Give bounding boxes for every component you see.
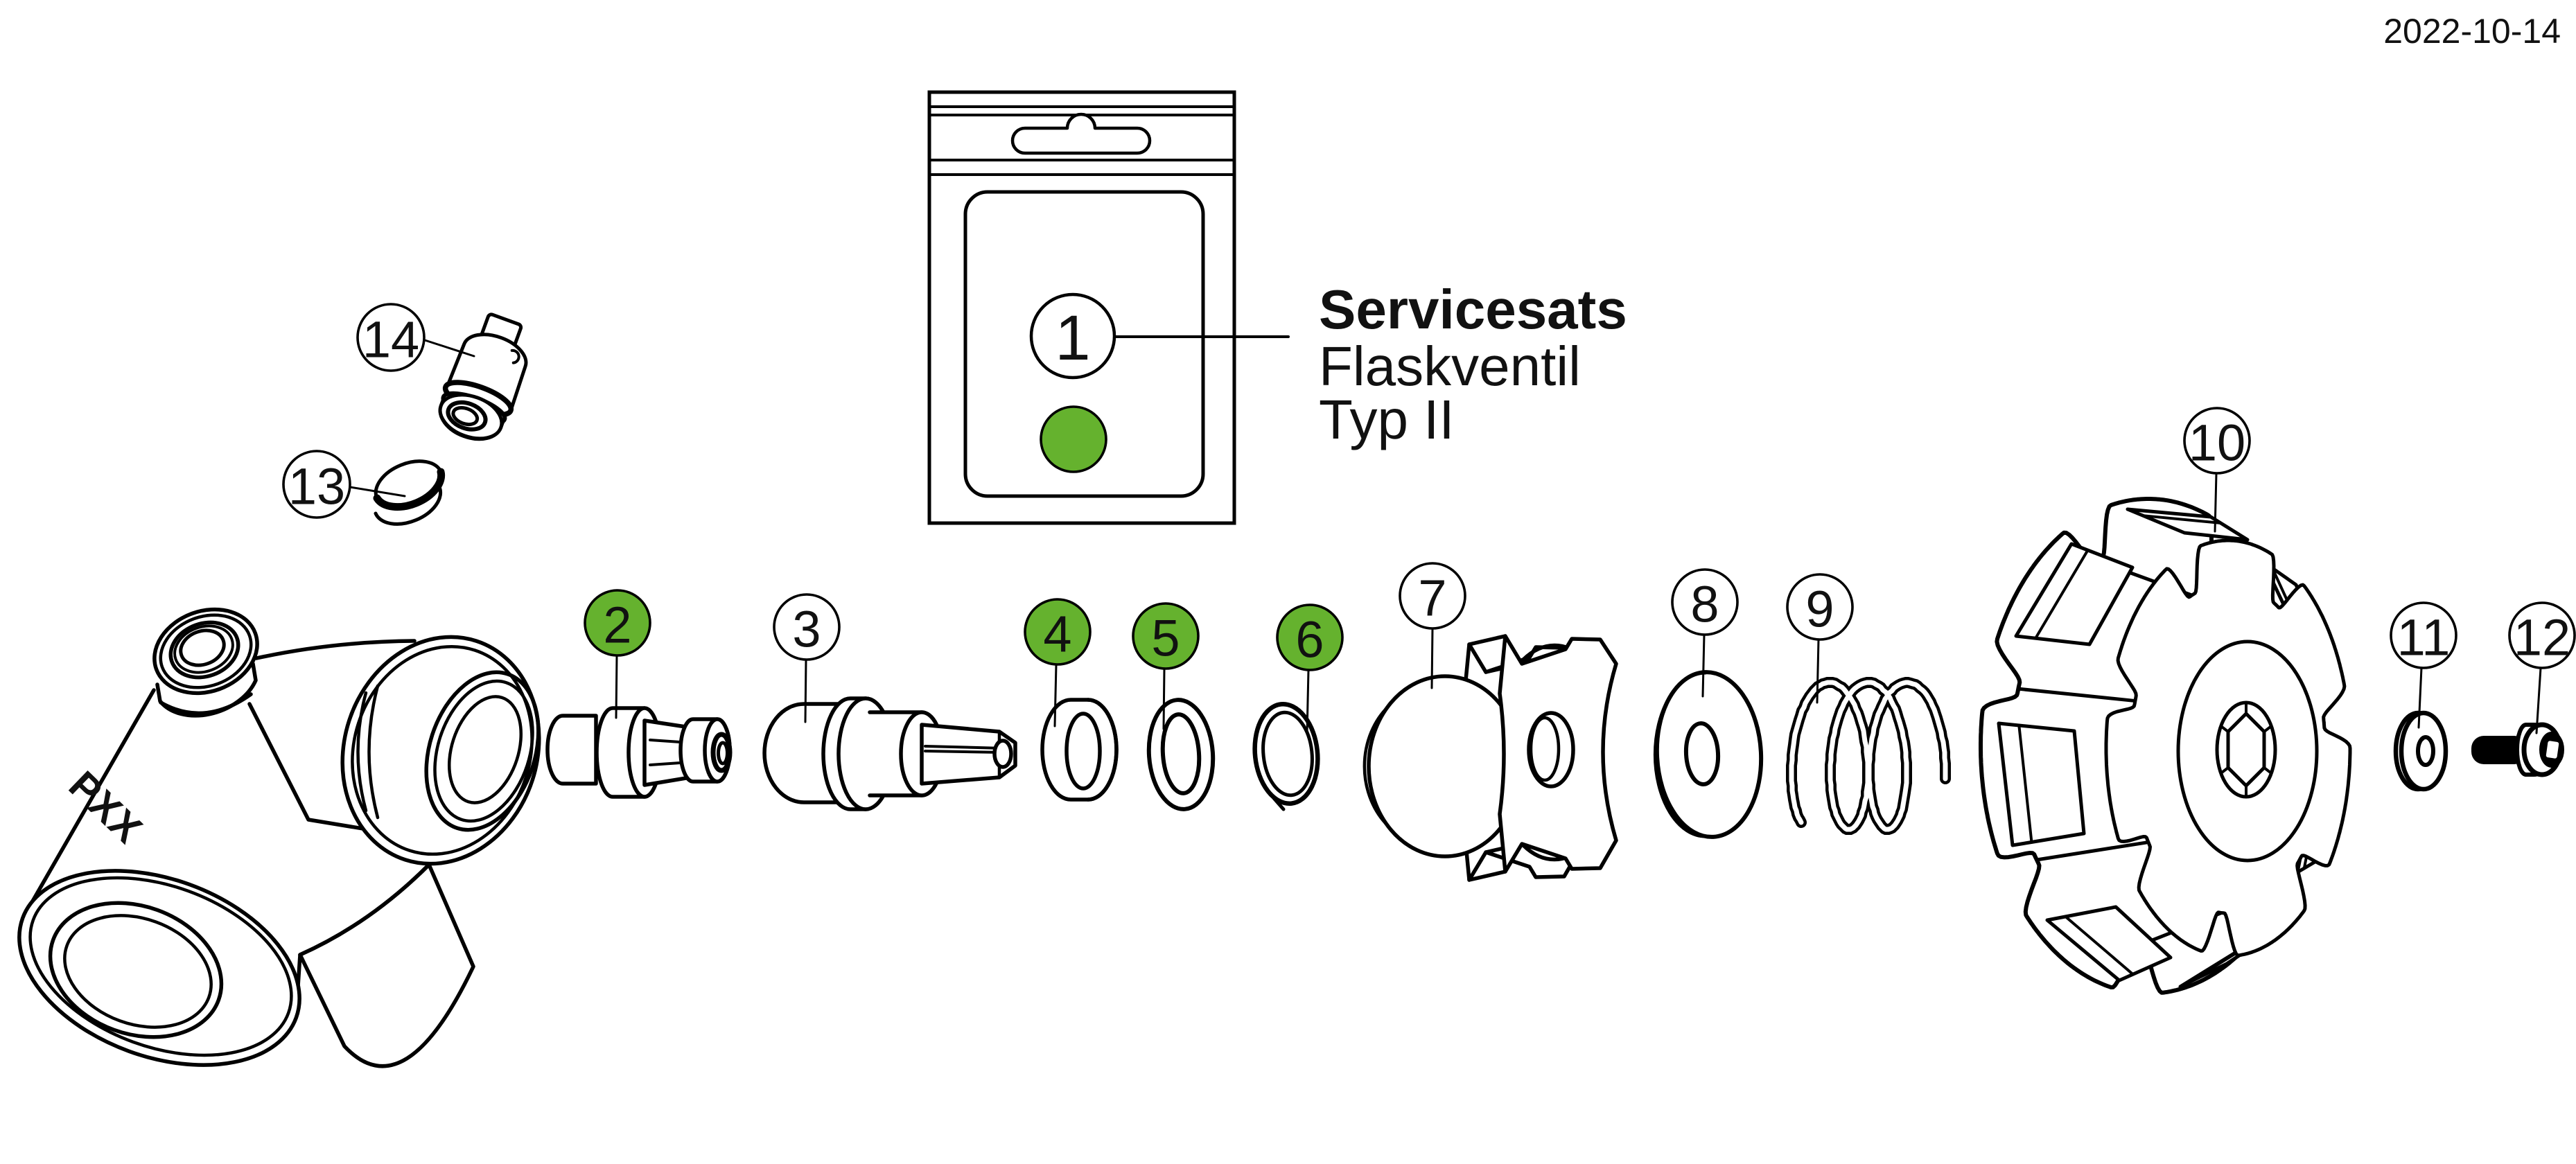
svg-text:8: 8 — [1690, 576, 1719, 633]
svg-text:10: 10 — [2189, 414, 2245, 472]
svg-text:6: 6 — [1295, 611, 1324, 669]
svg-text:12: 12 — [2514, 609, 2570, 667]
svg-text:14: 14 — [362, 311, 419, 369]
svg-text:7: 7 — [1418, 570, 1446, 627]
svg-text:11: 11 — [2397, 609, 2451, 667]
svg-text:Servicesats: Servicesats — [1319, 279, 1627, 340]
svg-text:Typ II: Typ II — [1319, 389, 1455, 450]
svg-text:Flaskventil: Flaskventil — [1319, 335, 1581, 397]
svg-text:2: 2 — [603, 597, 631, 654]
svg-text:2022-10-14: 2022-10-14 — [2383, 12, 2561, 51]
svg-text:4: 4 — [1043, 606, 1071, 663]
svg-text:13: 13 — [288, 458, 345, 515]
svg-text:3: 3 — [792, 601, 821, 658]
svg-text:5: 5 — [1151, 610, 1180, 667]
svg-text:9: 9 — [1805, 581, 1834, 638]
svg-text:1: 1 — [1055, 303, 1090, 373]
